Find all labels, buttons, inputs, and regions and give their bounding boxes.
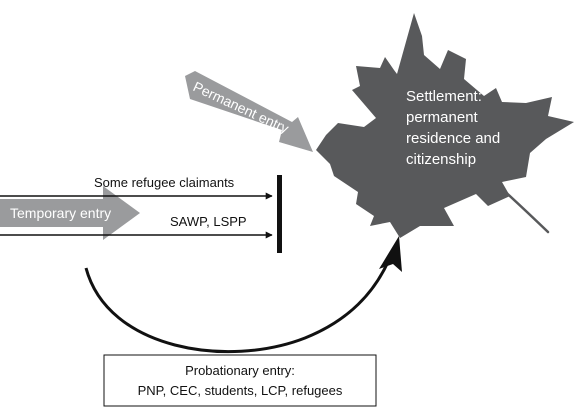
probationary-curve-arrow <box>84 236 402 354</box>
refugee-claimants-path: Some refugee claimants <box>0 175 273 200</box>
refugee-claimants-label: Some refugee claimants <box>94 175 235 190</box>
settlement-line-3: residence and <box>406 130 500 147</box>
settlement-line-2: permanent <box>406 109 479 126</box>
settlement-line-4: citizenship <box>406 151 476 168</box>
sawp-lspp-path: SAWP, LSPP <box>0 214 273 239</box>
temporary-entry-arrow: Temporary entry <box>0 186 140 240</box>
permanent-entry-arrow: Permanent entry <box>185 71 313 152</box>
sawp-lspp-label: SAWP, LSPP <box>170 214 247 229</box>
settlement-line-1: Settlement: <box>406 88 482 105</box>
settlement-text: Settlement: permanent residence and citi… <box>406 88 500 168</box>
probationary-box-frame <box>103 354 377 407</box>
probationary-programs: PNP, CEC, students, LCP, refugees <box>138 383 343 398</box>
permanent-entry-label: Permanent entry <box>191 78 292 136</box>
probationary-curve <box>84 261 390 354</box>
probationary-arrowhead <box>379 236 402 272</box>
maple-leaf-icon <box>316 13 574 238</box>
barrier-bar <box>277 175 282 253</box>
permanent-entry-arrow-shape <box>185 71 313 152</box>
probationary-title: Probationary entry: <box>185 363 295 378</box>
leaf-shape <box>316 13 574 238</box>
probationary-entry-box: Probationary entry: PNP, CEC, students, … <box>103 354 377 407</box>
temporary-entry-arrow-shape <box>0 186 140 240</box>
temporary-entry-label: Temporary entry <box>10 205 111 221</box>
